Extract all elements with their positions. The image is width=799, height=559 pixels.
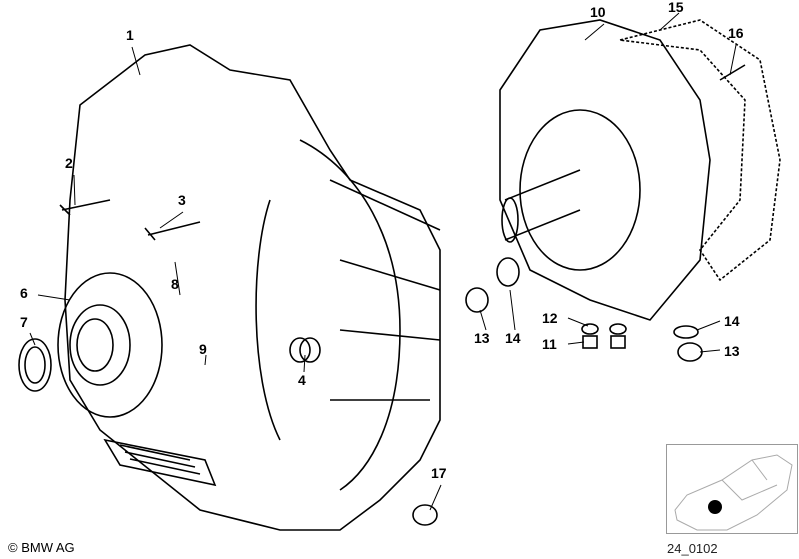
- callout-16: 16: [728, 25, 744, 41]
- car-outline-icon: [674, 454, 793, 531]
- callout-17: 17: [431, 465, 447, 481]
- callout-12: 12: [542, 310, 558, 326]
- gasket: [619, 19, 781, 282]
- callout-14a: 14: [505, 330, 521, 346]
- front-pump-flange: [57, 272, 163, 418]
- seal-ring: [18, 338, 52, 392]
- callout-15: 15: [668, 0, 684, 15]
- callout-2: 2: [65, 155, 73, 171]
- diagram-code: 24_0102: [667, 541, 718, 556]
- transmission-housing: [64, 44, 441, 531]
- callout-13a: 13: [474, 330, 490, 346]
- small-parts: [412, 257, 703, 526]
- callout-3: 3: [178, 192, 186, 208]
- callout-10: 10: [590, 4, 606, 20]
- callout-4: 4: [298, 372, 306, 388]
- pump-plate: [499, 19, 711, 321]
- oil-screen: [103, 438, 217, 487]
- leader-lines: [29, 12, 737, 511]
- callout-7: 7: [20, 314, 28, 330]
- callout-14b: 14: [724, 313, 740, 329]
- callout-11: 11: [542, 336, 557, 352]
- copyright-text: © BMW AG: [8, 540, 75, 555]
- location-marker: [708, 500, 722, 514]
- callout-1: 1: [126, 27, 134, 43]
- callout-8: 8: [171, 276, 179, 292]
- callout-13b: 13: [724, 343, 740, 359]
- callout-9: 9: [199, 341, 207, 357]
- vehicle-location-inset: [666, 444, 798, 534]
- callout-6: 6: [20, 285, 28, 301]
